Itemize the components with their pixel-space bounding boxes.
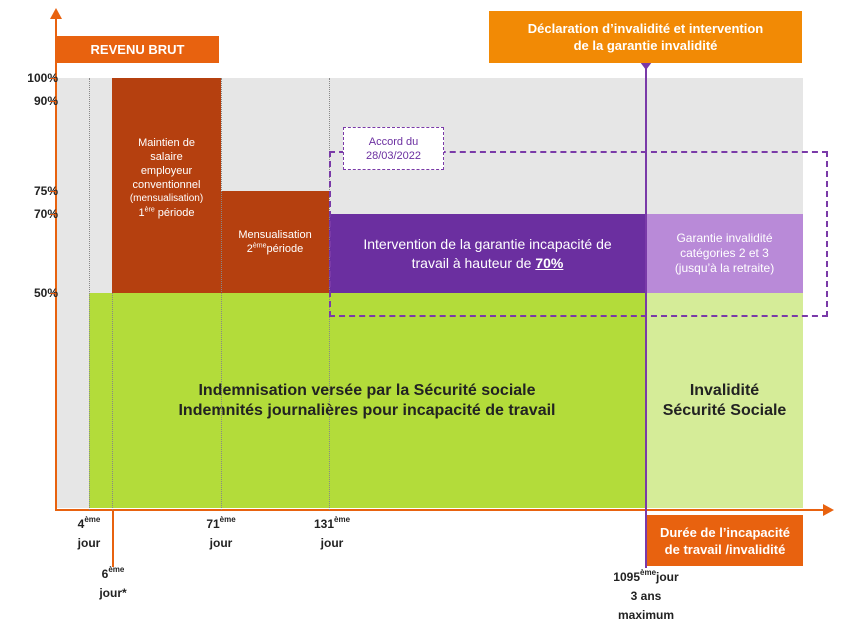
day6-marker-line [112, 511, 114, 567]
invalidite-garantie-block: Garantie invalidité catégories 2 et 3 (j… [646, 214, 803, 293]
x-label-day4-sup: ème [84, 515, 101, 524]
x-label-day1095-num: 1095 [613, 570, 640, 584]
y-tick-mark-100 [50, 78, 56, 79]
day1095-marker-arrow [640, 62, 652, 70]
invalidity-declaration-line2: de la garantie invalidité [573, 38, 718, 53]
x-label-day71-sup: ème [219, 515, 236, 524]
accord-dashed-box [329, 151, 828, 317]
y-tick-70: 70% [33, 207, 58, 221]
x-axis [55, 509, 825, 511]
y-axis-arrow [50, 8, 62, 19]
x-label-day131-num: 131 [313, 517, 334, 531]
invalidite-ss-line1: Invalidité [689, 381, 760, 399]
mensualisation-line1: Mensualisation [238, 229, 312, 241]
invalidity-declaration-line1: Déclaration d’invalidité et intervention [527, 21, 764, 36]
x-label-day1095-line2: 3 ans [630, 589, 662, 603]
incapacite-line2: travail à hauteur de 70% [412, 254, 564, 273]
guide-day4 [89, 78, 90, 510]
x-label-day4-num: 4 [77, 517, 85, 531]
maintien-line6-sup: ère [144, 206, 155, 214]
y-tick-mark-75 [50, 191, 56, 192]
mensualisation-line2-rest: période [266, 243, 304, 255]
maintien-line6-rest: période [157, 207, 195, 219]
maintien-block: Maintien de salaire employeur convention… [112, 78, 221, 293]
y-tick-mark-70 [50, 214, 56, 215]
maintien-line2: salaire [150, 151, 183, 163]
x-label-day6-unit: jour* [99, 586, 127, 600]
maintien-line4: conventionnel [132, 179, 201, 191]
x-label-day4: 4ème jour [66, 515, 112, 553]
y-tick-mark-50 [50, 293, 56, 294]
accord-line1: Accord du [368, 135, 419, 148]
x-label-day1095-unit: jour [656, 570, 679, 584]
maintien-line3: employeur [140, 165, 193, 177]
incapacite-block: Intervention de la garantie incapacité d… [329, 214, 646, 293]
securite-sociale-block: Indemnisation versée par la Sécurité soc… [89, 293, 645, 508]
incapacite-line2-text: travail à hauteur de [411, 254, 532, 271]
y-tick-90: 90% [33, 94, 58, 108]
y-tick-50: 50% [33, 286, 58, 300]
x-label-day6-num: 6 [101, 567, 109, 581]
guide-day6 [112, 293, 113, 510]
y-tick-100: 100% [27, 71, 58, 85]
accord-label: Accord du 28/03/2022 [343, 127, 444, 170]
y-tick-75: 75% [33, 184, 58, 198]
mensualisation-block: Mensualisation 2èmepériode [221, 191, 329, 293]
x-label-day1095-line3: maximum [617, 608, 675, 622]
securite-sociale-line1: Indemnisation versée par la Sécurité soc… [198, 381, 536, 399]
maintien-line5: (mensualisation) [129, 193, 204, 204]
guide-day71 [221, 78, 222, 510]
x-label-day1095: 1095èmejour 3 ans maximum [596, 568, 696, 625]
mensualisation-line2-sup: ème [252, 242, 267, 250]
duration-line2: de travail /invalidité [664, 541, 786, 557]
invalidite-ss-line2: Sécurité Sociale [662, 401, 787, 419]
invalidite-garantie-line3: (jusqu’à la retraite) [674, 261, 775, 275]
x-label-day6-sup: ème [108, 565, 125, 574]
x-label-day71-unit: jour [209, 536, 233, 550]
x-label-day131-unit: jour [320, 536, 344, 550]
x-label-day4-unit: jour [77, 536, 101, 550]
x-label-day6: 6ème jour* [86, 565, 140, 603]
x-label-day131-sup: ème [334, 515, 351, 524]
incapacite-rate: 70% [535, 254, 564, 271]
invalidity-declaration-label: Déclaration d’invalidité et intervention… [489, 11, 802, 63]
securite-sociale-line2: Indemnités journalières pour incapacité … [178, 401, 556, 419]
invalidite-ss-block: Invalidité Sécurité Sociale [646, 293, 803, 508]
maintien-line1: Maintien de [138, 137, 195, 149]
y-tick-mark-90 [50, 101, 56, 102]
y-axis [55, 18, 57, 511]
x-label-day71-num: 71 [206, 517, 220, 531]
duration-label: Durée de l’incapacité de travail /invali… [647, 515, 803, 566]
revenu-brut-label: REVENU BRUT [56, 36, 219, 63]
maintien-line6-num: 1 [138, 207, 145, 219]
mensualisation-line2: 2èmepériode [247, 242, 303, 256]
x-label-day131: 131ème jour [302, 515, 362, 553]
mensualisation-line2-num: 2 [246, 243, 253, 255]
x-label-day71: 71ème jour [194, 515, 248, 553]
accord-line2: 28/03/2022 [365, 149, 422, 162]
duration-line1: Durée de l’incapacité [659, 524, 791, 540]
x-label-day1095-sup: ème [640, 568, 657, 577]
x-axis-arrow [823, 504, 834, 516]
maintien-line6: 1ère période [138, 206, 194, 220]
invalidite-garantie-line2: catégories 2 et 3 [680, 246, 769, 260]
incapacite-line1: Intervention de la garantie incapacité d… [363, 235, 612, 252]
invalidite-garantie-line1: Garantie invalidité [676, 231, 773, 245]
